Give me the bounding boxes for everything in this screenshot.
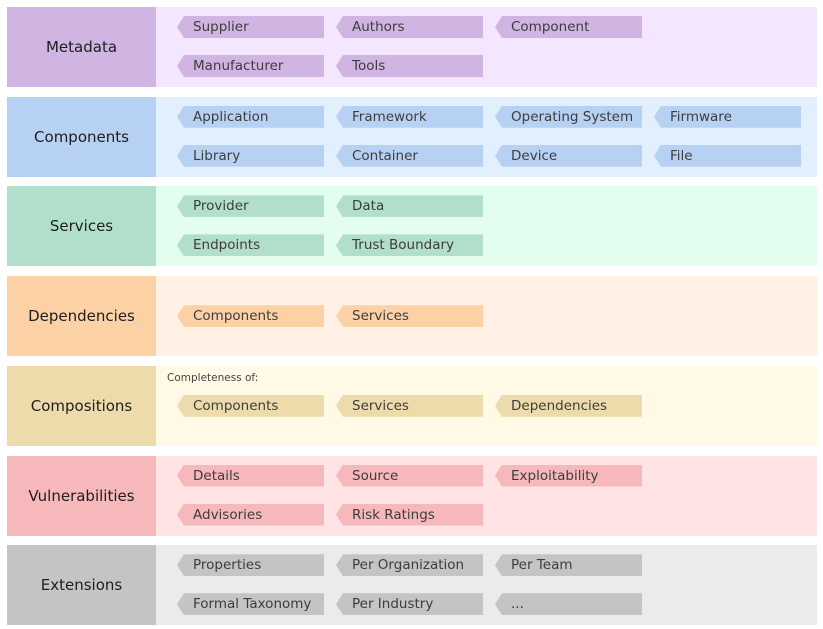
row-label: Services (7, 186, 156, 267)
row-label: Components (7, 96, 156, 177)
capability-tag: Details (177, 464, 324, 487)
row-dependencies: Dependencies Components Services (7, 276, 817, 357)
row-label: Extensions (7, 545, 156, 626)
capability-tag: Endpoints (177, 234, 324, 257)
capability-tag: Exploitability (495, 464, 642, 487)
row-vulnerabilities: Vulnerabilities Details Source Exploitabili… (7, 455, 817, 536)
capability-tag: Formal Taxonomy (177, 593, 324, 616)
row-label: Vulnerabilities (7, 455, 156, 536)
row-panel: Components Services (156, 276, 817, 357)
capability-tag: Authors (336, 16, 483, 38)
capability-tag: ... (495, 593, 642, 616)
capability-tag: Library (177, 144, 324, 167)
capability-tag: Application (177, 105, 324, 128)
capability-tag: Data (336, 195, 483, 218)
capability-tag: Services (336, 305, 483, 328)
capability-tag: Risk Ratings (336, 503, 483, 526)
capability-tag: Services (336, 394, 483, 417)
capability-tag: Container (336, 144, 483, 167)
capability-tag: Device (495, 144, 642, 167)
row-label: Dependencies (7, 276, 156, 357)
capability-tag: Provider (177, 195, 324, 218)
capability-tag: Tools (336, 55, 483, 77)
capability-tag: Manufacturer (177, 55, 324, 77)
row-components: Components Application Framework Operating … (7, 96, 817, 177)
capability-tag: Components (177, 305, 324, 328)
capability-tag: Per Team (495, 554, 642, 577)
capability-tag: Dependencies (495, 394, 642, 417)
capability-tag: Operating System (495, 105, 642, 128)
row-compositions: Compositions Completeness of: Components Se… (7, 365, 817, 446)
capability-tag: Per Organization (336, 554, 483, 577)
capability-tag: Source (336, 464, 483, 487)
capability-tag: Components (177, 394, 324, 417)
capability-tag: Supplier (177, 16, 324, 38)
row-panel: Application Framework Operating System Firm… (156, 96, 817, 177)
row-label: Compositions (7, 365, 156, 446)
completeness-note: Completeness of: (167, 371, 259, 384)
capability-tag: Per Industry (336, 593, 483, 616)
row-panel: Completeness of: Components Services Depend… (156, 365, 817, 446)
capability-tag: Properties (177, 554, 324, 577)
capability-tag: Framework (336, 105, 483, 128)
capability-tag: Firmware (654, 105, 801, 128)
capability-tag: Advisories (177, 503, 324, 526)
capability-tag: File (654, 144, 801, 167)
capability-tag: Component (495, 16, 642, 38)
row-label: Metadata (7, 7, 156, 87)
capability-tag: Trust Boundary (336, 234, 483, 257)
